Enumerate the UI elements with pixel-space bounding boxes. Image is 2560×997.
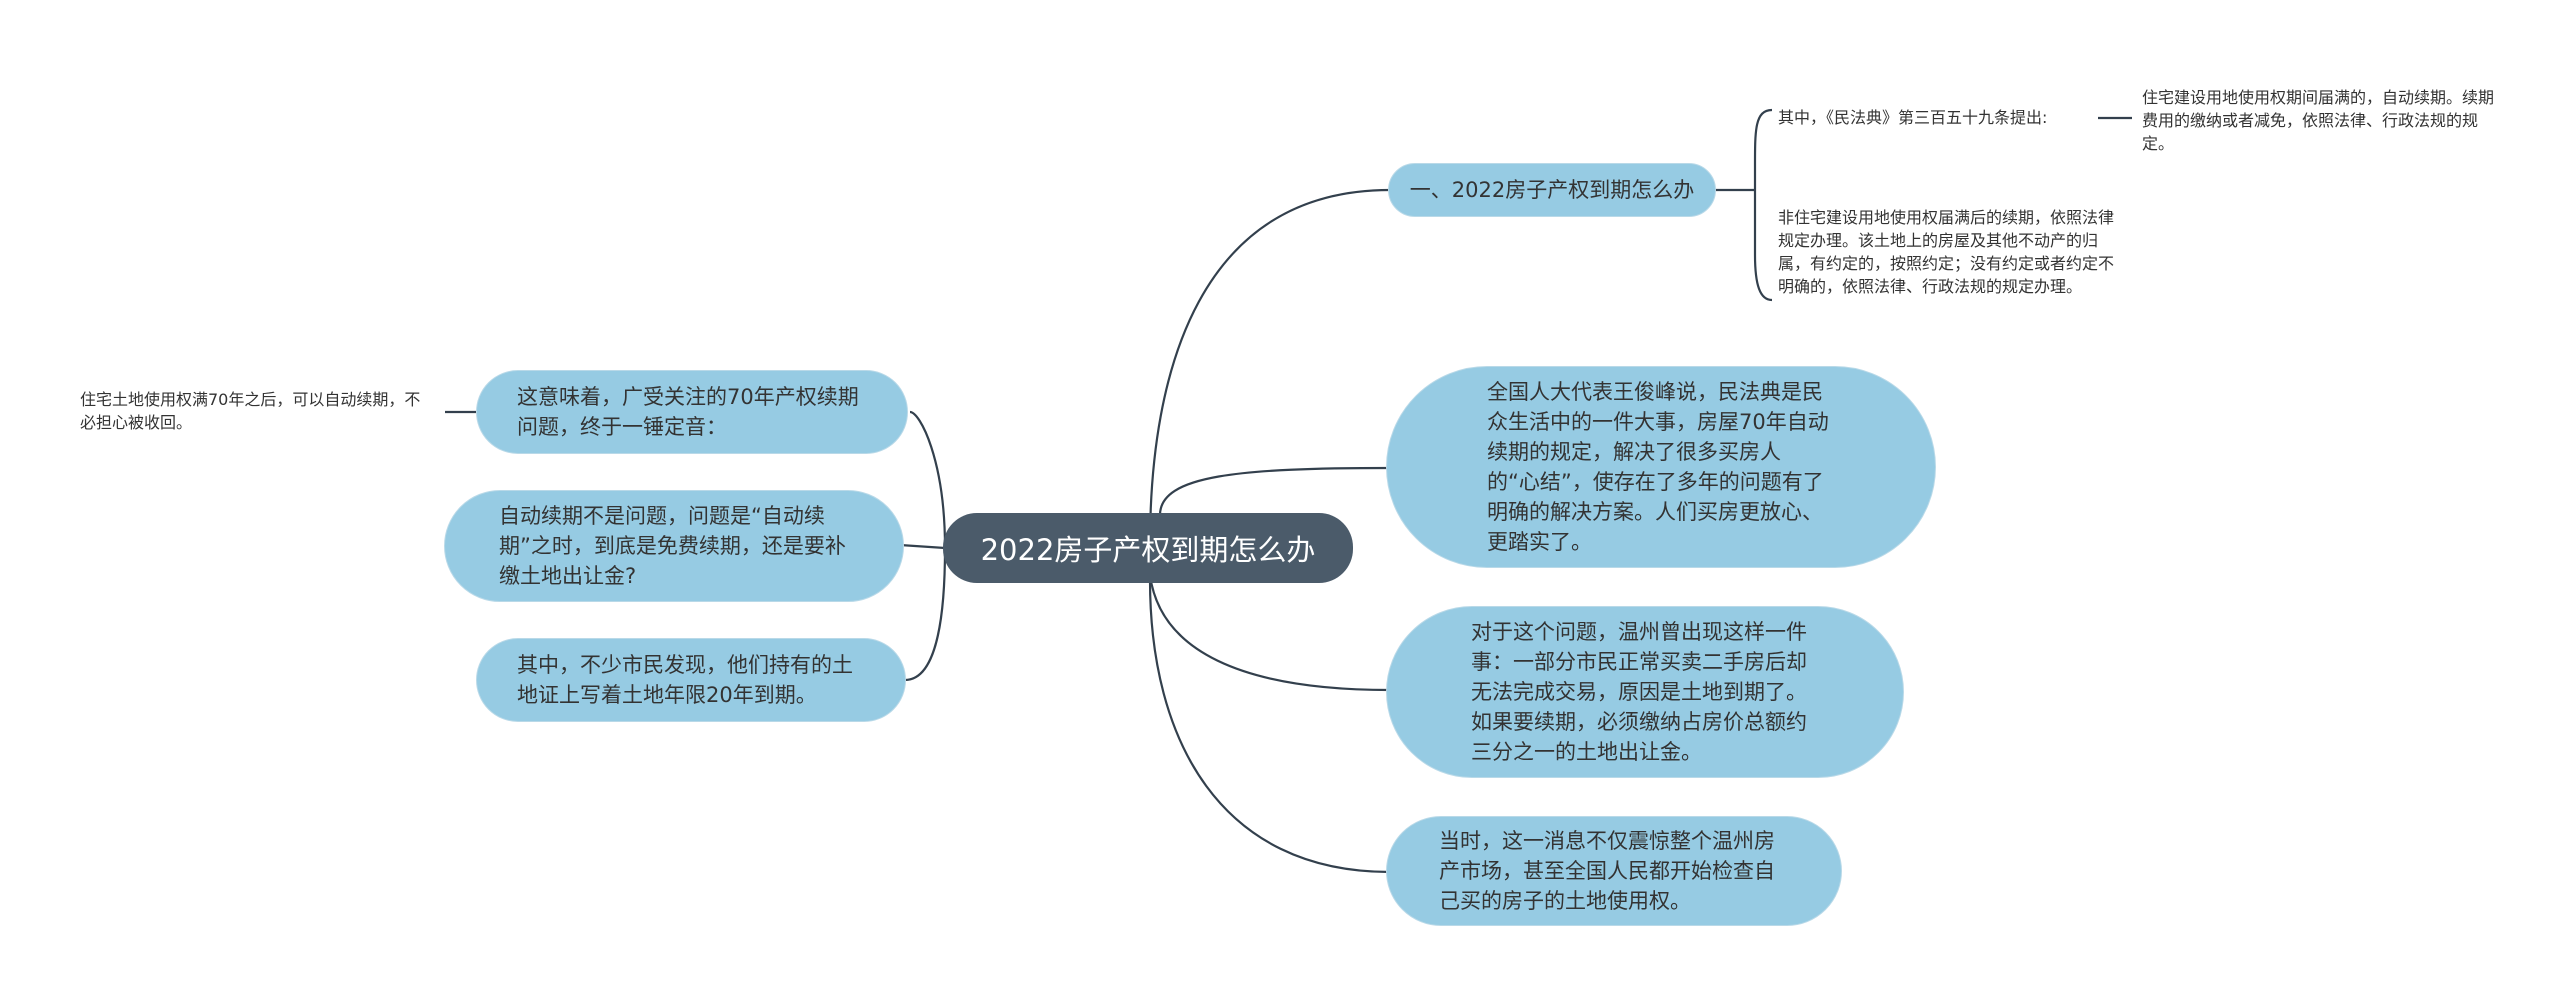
link-r1-bracket (1753, 108, 1773, 302)
link-root-to-r1 (1148, 188, 1391, 546)
link-root-to-r4 (1148, 579, 1391, 874)
root-topic[interactable]: 2022房子产权到期怎么办 (943, 513, 1353, 583)
link-root-to-l2 (899, 543, 946, 550)
leaf-non-residential-renewal-label: 非住宅建设用地使用权届满后的续期，依照法律规定办理。该土地上的房屋及其他不动产的… (1778, 208, 2115, 296)
branch-wenzhou-case[interactable]: 对于这个问题，温州曾出现这样一件事：一部分市民正常买卖二手房后却无法完成交易，原… (1386, 606, 1904, 778)
branch-wenzhou-case-label: 对于这个问题，温州曾出现这样一件事：一部分市民正常买卖二手房后却无法完成交易，原… (1471, 620, 1807, 764)
leaf-residential-70-years: 住宅土地使用权满70年之后，可以自动续期，不必担心被收回。 (80, 388, 425, 434)
branch-question-title-label: 一、2022房子产权到期怎么办 (1409, 178, 1695, 202)
branch-settled-meaning[interactable]: 这意味着，广受关注的70年产权续期问题，终于一锤定音： (476, 370, 908, 454)
leaf-civil-code-article-label: 其中，《民法典》第三百五十九条提出: (1778, 108, 2048, 127)
branch-free-or-fee-label: 自动续期不是问题，问题是“自动续期”之时，到底是免费续期，还是要补缴土地出让金? (499, 504, 846, 588)
link-root-to-r3 (1148, 574, 1391, 692)
link-root-to-l1 (909, 410, 947, 549)
leaf-residential-auto-renewal: 住宅建设用地使用权期间届满的，自动续期。续期费用的缴纳或者减免，依照法律、行政法… (2142, 86, 2502, 155)
branch-settled-meaning-label: 这意味着，广受关注的70年产权续期问题，终于一锤定音： (517, 385, 859, 439)
branch-deputy-statement-label: 全国人大代表王俊峰说，民法典是民众生活中的一件大事，房屋70年自动续期的规定，解… (1487, 380, 1829, 554)
branch-free-or-fee[interactable]: 自动续期不是问题，问题是“自动续期”之时，到底是免费续期，还是要补缴土地出让金? (444, 490, 904, 602)
branch-20-year-certificate[interactable]: 其中，不少市民发现，他们持有的土地证上写着土地年限20年到期。 (476, 638, 906, 722)
leaf-non-residential-renewal: 非住宅建设用地使用权届满后的续期，依照法律规定办理。该土地上的房屋及其他不动产的… (1778, 206, 2128, 298)
leaf-civil-code-article: 其中，《民法典》第三百五十九条提出: (1778, 106, 2103, 129)
root-topic-label: 2022房子产权到期怎么办 (980, 533, 1316, 567)
branch-question-title[interactable]: 一、2022房子产权到期怎么办 (1388, 163, 1716, 217)
leaf-residential-70-years-label: 住宅土地使用权满70年之后，可以自动续期，不必担心被收回。 (80, 390, 421, 432)
leaf-residential-auto-renewal-label: 住宅建设用地使用权期间届满的，自动续期。续期费用的缴纳或者减免，依照法律、行政法… (2142, 88, 2495, 153)
link-root-to-r2 (1158, 466, 1391, 516)
branch-deputy-statement[interactable]: 全国人大代表王俊峰说，民法典是民众生活中的一件大事，房屋70年自动续期的规定，解… (1386, 366, 1936, 568)
branch-20-year-certificate-label: 其中，不少市民发现，他们持有的土地证上写着土地年限20年到期。 (517, 653, 853, 707)
branch-national-shock-label: 当时，这一消息不仅震惊整个温州房产市场，甚至全国人民都开始检查自己买的房子的土地… (1439, 829, 1775, 913)
branch-national-shock[interactable]: 当时，这一消息不仅震惊整个温州房产市场，甚至全国人民都开始检查自己买的房子的土地… (1386, 816, 1842, 926)
link-root-to-l3 (904, 547, 947, 682)
